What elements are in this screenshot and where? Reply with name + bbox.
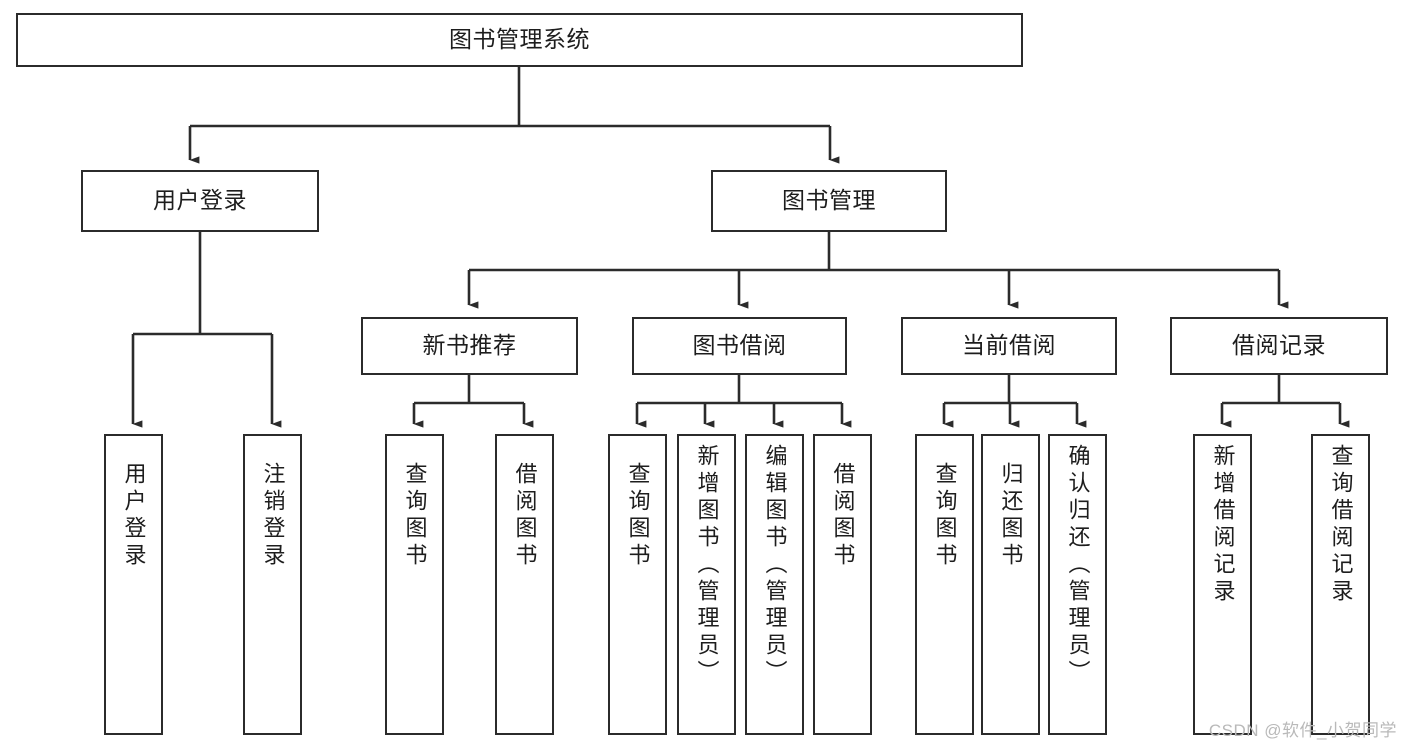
- leaf-borrow-books-borrow-label: 借阅图书: [830, 462, 856, 570]
- leaf-query-borrow-record-label: 查询借阅记录: [1328, 444, 1354, 606]
- leaf-query-books-recommend-label: 查询图书: [402, 462, 428, 570]
- node-root-label: 图书管理系统: [449, 26, 590, 53]
- node-book-management-label: 图书管理: [782, 187, 876, 214]
- node-user-login[interactable]: 用户登录: [81, 170, 319, 232]
- leaf-query-books-recommend[interactable]: 查询图书: [385, 434, 444, 735]
- node-new-book-recommend[interactable]: 新书推荐: [361, 317, 578, 375]
- leaf-borrow-books-recommend-label: 借阅图书: [512, 462, 538, 570]
- leaf-logout[interactable]: 注销登录: [243, 434, 302, 735]
- node-book-management[interactable]: 图书管理: [711, 170, 947, 232]
- node-user-login-label: 用户登录: [153, 187, 247, 214]
- leaf-query-books-current[interactable]: 查询图书: [915, 434, 974, 735]
- leaf-user-login-label: 用户登录: [121, 462, 147, 570]
- leaf-query-books-borrow[interactable]: 查询图书: [608, 434, 667, 735]
- leaf-confirm-return-admin-label: 确认归还（管理员）: [1065, 444, 1091, 687]
- leaf-user-login[interactable]: 用户登录: [104, 434, 163, 735]
- leaf-confirm-return-admin[interactable]: 确认归还（管理员）: [1048, 434, 1107, 735]
- leaf-query-books-borrow-label: 查询图书: [625, 462, 651, 570]
- leaf-return-books[interactable]: 归还图书: [981, 434, 1040, 735]
- node-new-book-recommend-label: 新书推荐: [422, 332, 517, 359]
- leaf-add-borrow-record-label: 新增借阅记录: [1210, 444, 1236, 606]
- leaf-return-books-label: 归还图书: [998, 462, 1024, 570]
- leaf-edit-book-admin-label: 编辑图书（管理员）: [762, 444, 788, 687]
- leaf-query-borrow-record[interactable]: 查询借阅记录: [1311, 434, 1370, 735]
- leaf-edit-book-admin[interactable]: 编辑图书（管理员）: [745, 434, 804, 735]
- leaf-add-book-admin-label: 新增图书（管理员）: [694, 444, 720, 687]
- leaf-logout-label: 注销登录: [260, 462, 286, 570]
- node-borrow-record[interactable]: 借阅记录: [1170, 317, 1388, 375]
- node-book-borrow-label: 图书借阅: [692, 332, 787, 359]
- leaf-add-borrow-record[interactable]: 新增借阅记录: [1193, 434, 1252, 735]
- node-borrow-record-label: 借阅记录: [1232, 332, 1326, 359]
- node-root[interactable]: 图书管理系统: [16, 13, 1023, 67]
- leaf-borrow-books-borrow[interactable]: 借阅图书: [813, 434, 872, 735]
- node-book-borrow[interactable]: 图书借阅: [632, 317, 847, 375]
- leaf-add-book-admin[interactable]: 新增图书（管理员）: [677, 434, 736, 735]
- leaf-borrow-books-recommend[interactable]: 借阅图书: [495, 434, 554, 735]
- leaf-query-books-current-label: 查询图书: [932, 462, 958, 570]
- node-current-borrow-label: 当前借阅: [962, 332, 1056, 359]
- node-current-borrow[interactable]: 当前借阅: [901, 317, 1117, 375]
